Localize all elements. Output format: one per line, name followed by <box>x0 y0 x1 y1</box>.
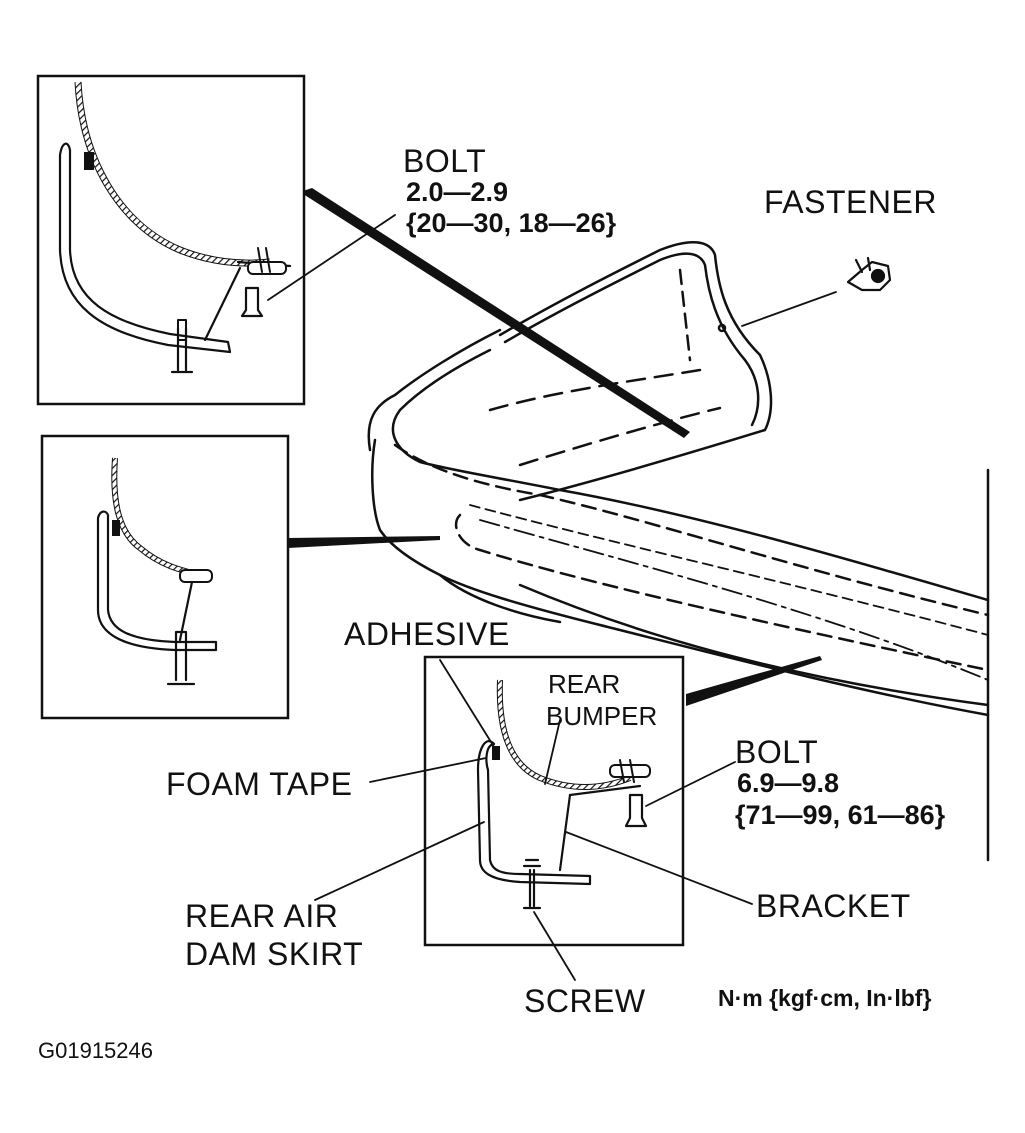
bolt-top-torque: 2.0—2.9 <box>406 177 509 207</box>
rear-bumper-body <box>367 328 990 862</box>
screw-label: SCREW <box>524 983 646 1019</box>
leader-lines <box>267 214 837 981</box>
fastener-clip <box>846 256 892 292</box>
bolt-bottom-torque: 6.9—9.8 <box>737 768 840 798</box>
rear-air-dam-skirt-label-line1: REAR AIR <box>185 898 339 934</box>
rear-bumper-label-line1: REAR <box>548 669 621 699</box>
bolt-top-label: BOLT <box>403 143 487 179</box>
rear-bumper-label-line2: BUMPER <box>546 701 658 731</box>
units-label: N·m {kgf·cm, In·lbf} <box>718 985 932 1011</box>
rear-air-dam-skirt-label-line2: DAM SKIRT <box>185 936 364 972</box>
bolt-bottom-label: BOLT <box>735 734 819 770</box>
air-dam-end-panel <box>488 240 773 502</box>
bolt-top-torque-alt: {20—30, 18—26} <box>406 208 617 238</box>
inset-detail-middle <box>40 434 290 720</box>
inset-detail-top <box>36 74 306 406</box>
fastener-label: FASTENER <box>764 184 937 220</box>
foam-tape-label: FOAM TAPE <box>166 766 353 802</box>
bracket-label: BRACKET <box>756 888 911 924</box>
inset-leader-wedges <box>288 188 822 706</box>
figure-id: G01915246 <box>38 1038 153 1063</box>
bolt-bottom-torque-alt: {71—99, 61—86} <box>735 800 946 830</box>
adhesive-label: ADHESIVE <box>344 616 510 652</box>
